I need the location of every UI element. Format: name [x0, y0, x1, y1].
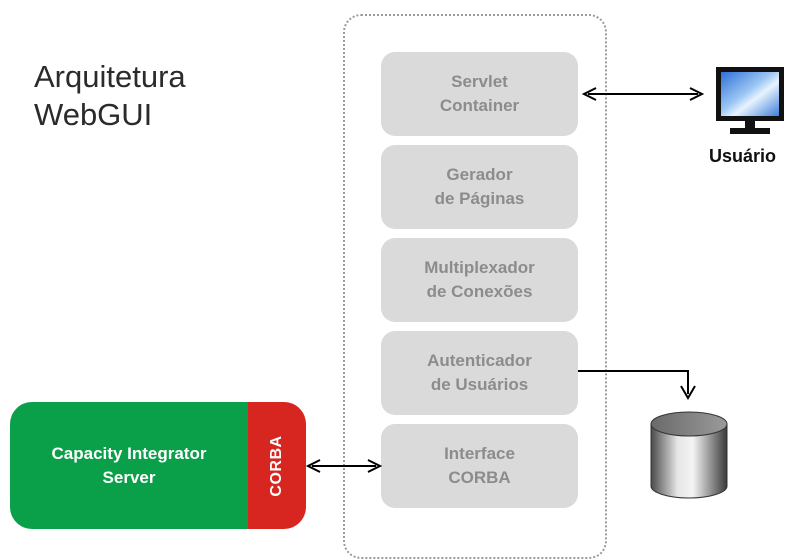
module-interface-corba: Interface CORBA: [381, 424, 578, 508]
module-label-2: de Páginas: [434, 189, 525, 208]
module-label-2: de Usuários: [430, 375, 529, 394]
server-label-2: Server: [102, 467, 156, 487]
arrow-auth-database: [578, 370, 696, 400]
monitor-icon: [716, 67, 784, 134]
database-cylinder-icon: [650, 411, 728, 499]
user-label: Usuário: [709, 146, 777, 166]
module-servlet-container: Servlet Container: [381, 52, 578, 136]
module-label-1: Servlet: [451, 72, 508, 91]
server-body: Capacity Integrator Server: [10, 402, 248, 529]
module-gerador-paginas: Gerador de Páginas: [381, 145, 578, 229]
corba-tab: CORBA: [248, 402, 306, 529]
server-label-1: Capacity Integrator: [51, 443, 207, 463]
capacity-integrator-server: Capacity Integrator Server CORBA: [10, 402, 306, 529]
module-label-1: Multiplexador: [424, 258, 535, 277]
module-multiplexador-conexoes: Multiplexador de Conexões: [381, 238, 578, 322]
title-line-1: Arquitetura: [34, 59, 186, 94]
module-autenticador-usuarios: Autenticador de Usuários: [381, 331, 578, 415]
diagram-title: Arquitetura WebGUI: [34, 58, 186, 134]
title-line-2: WebGUI: [34, 97, 153, 132]
module-label-2: de Conexões: [426, 282, 533, 301]
arrow-servlet-user: [581, 87, 705, 101]
arrow-server-corba: [305, 459, 383, 473]
module-label-2: Container: [439, 96, 520, 115]
module-label-1: Interface: [444, 444, 515, 463]
module-label-2: CORBA: [448, 468, 511, 487]
connectors-layer: [305, 67, 784, 499]
module-label-1: Gerador: [446, 165, 513, 184]
module-label-1: Autenticador: [427, 351, 532, 370]
